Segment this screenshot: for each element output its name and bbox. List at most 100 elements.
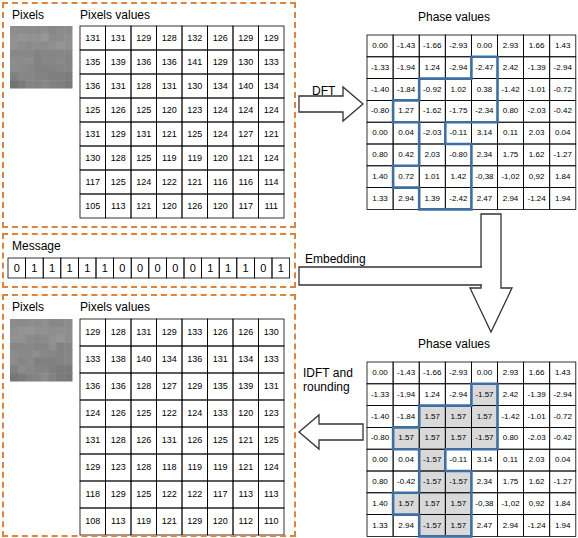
pixel-value-cell: 112 — [233, 508, 259, 535]
pixel — [49, 42, 57, 50]
grid-cell — [445, 362, 471, 384]
phase-value-cell: -0.80 — [445, 144, 471, 166]
grid-cell — [233, 74, 259, 98]
phase-value-cell: 1.42 — [445, 166, 471, 188]
phase-value-cell: -0.42 — [550, 427, 576, 449]
phase-value-cell: 2.94 — [393, 515, 419, 537]
pixel — [18, 358, 26, 366]
grid-cell — [259, 26, 285, 50]
grid-cell — [80, 346, 106, 373]
grid-cell — [524, 515, 550, 537]
grid-cell — [445, 144, 471, 166]
grid-cell — [131, 508, 157, 535]
grid-cell — [367, 493, 393, 515]
grid-cell — [80, 427, 106, 454]
grid-cell — [131, 26, 157, 50]
grid-cell — [8, 258, 26, 278]
phase-value-cell: 0.00 — [367, 362, 393, 384]
grid-cell — [445, 406, 471, 428]
pixel — [10, 358, 18, 366]
grid-cell — [26, 258, 44, 278]
pixel-value-cell: 125 — [106, 170, 132, 194]
grid-cell — [367, 144, 393, 166]
shaded-cell — [393, 427, 419, 449]
phase-value-cell: 1.57 — [393, 427, 419, 449]
pixel — [64, 49, 72, 57]
pixel-value-cell: 141 — [182, 50, 208, 74]
pixel — [41, 65, 49, 73]
phase-value-cell: -1.27 — [550, 471, 576, 493]
grid-cell — [208, 346, 234, 373]
pixel-value-cell: 118 — [80, 481, 106, 508]
shaded-cell — [419, 406, 445, 428]
phase-value-cell: -1.75 — [445, 100, 471, 122]
grid-cell — [367, 57, 393, 79]
pixel — [26, 26, 34, 34]
phase-value-cell: 1.62 — [524, 471, 550, 493]
message-bit: 1 — [61, 258, 79, 278]
phase-value-cell: 1.24 — [419, 384, 445, 406]
pixel — [10, 335, 18, 343]
pixel — [49, 342, 57, 350]
grid-cell — [131, 122, 157, 146]
grid-cell — [471, 449, 497, 471]
pixel-value-cell: 105 — [80, 194, 106, 218]
phase-value-cell: 2.47 — [471, 515, 497, 537]
grid-cell — [524, 122, 550, 144]
pixel-value-cell: 124 — [259, 454, 285, 481]
phase-value-cell: 1.39 — [419, 188, 445, 210]
grid-cell — [524, 427, 550, 449]
grid-cell — [393, 449, 419, 471]
pixel-value-cell: 125 — [259, 427, 285, 454]
grid-cell — [157, 122, 183, 146]
phase-value-cell: -2.47 — [471, 57, 497, 79]
pixel-value-cell: 126 — [233, 319, 259, 346]
pixel-value-cell: 117 — [208, 481, 234, 508]
pixel-value-cell: 122 — [157, 481, 183, 508]
grid-cell — [233, 122, 259, 146]
grid-cell — [419, 57, 445, 79]
grid-cell — [80, 98, 106, 122]
pixel — [18, 57, 26, 65]
grid-cell — [182, 170, 208, 194]
pixel-value-cell: 135 — [80, 50, 106, 74]
grid-cell — [80, 194, 106, 218]
grid-cell — [367, 122, 393, 144]
pixel — [18, 34, 26, 42]
phase-value-cell: -0.72 — [550, 79, 576, 101]
phase-value-cell: 0.00 — [367, 449, 393, 471]
grid-cell — [131, 373, 157, 400]
pixel-value-cell: 126 — [106, 400, 132, 427]
grid-cell — [149, 258, 167, 278]
pixel — [57, 335, 65, 343]
pixel — [18, 73, 26, 81]
grid-cell — [80, 373, 106, 400]
grid-cell — [43, 258, 61, 278]
pixel-value-cell: 126 — [208, 26, 234, 50]
phase-value-cell: 0.11 — [498, 122, 524, 144]
grid-cell — [393, 384, 419, 406]
block-arrow — [299, 87, 363, 121]
pixel — [64, 358, 72, 366]
phase-value-cell: -1.33 — [367, 384, 393, 406]
grid-cell — [471, 79, 497, 101]
pixel-value-cell: 123 — [182, 98, 208, 122]
pixel-value-cell: 125 — [80, 98, 106, 122]
grid-cell — [498, 384, 524, 406]
pixel-value-cell: 129 — [157, 319, 183, 346]
pixel — [33, 342, 41, 350]
pixel — [26, 57, 34, 65]
grid-cell — [419, 515, 445, 537]
pixel — [57, 358, 65, 366]
pixel — [10, 342, 18, 350]
phase-value-cell: -1.42 — [498, 406, 524, 428]
phase-value-cell: 0.72 — [393, 166, 419, 188]
pixel — [57, 73, 65, 81]
phase-value-cell: -1.57 — [445, 471, 471, 493]
pixel — [18, 26, 26, 34]
shaded-cell — [471, 406, 497, 428]
pixel-value-cell: 126 — [182, 427, 208, 454]
pixel-value-cell: 131 — [157, 74, 183, 98]
message-bit: 1 — [202, 258, 220, 278]
phase-value-cell: 1.24 — [419, 57, 445, 79]
